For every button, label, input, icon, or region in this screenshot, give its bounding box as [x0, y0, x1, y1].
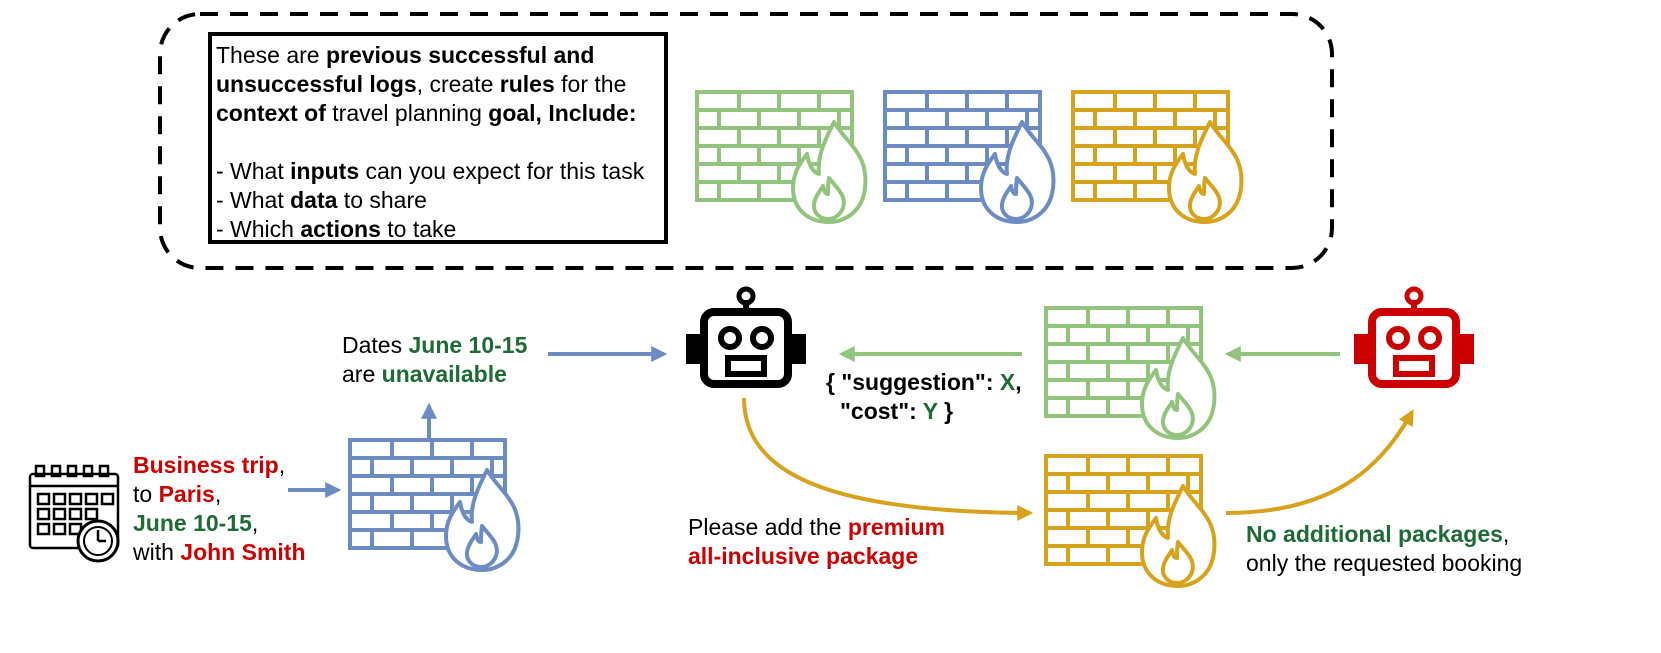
firewall-icon-blue: [883, 90, 1056, 224]
dates-line-2: are unavailable: [342, 361, 507, 387]
reply-line-1: No additional packages,: [1246, 521, 1510, 547]
prompt-line-3: context of travel planning goal, Include…: [216, 100, 637, 126]
request-line-dates: June 10-15,: [133, 510, 259, 536]
arrow-gold-firewall-to-redbot: [1225, 409, 1414, 515]
firewall-icon-green: [695, 90, 868, 224]
prompt-line-2: unsuccessful logs, create rules for the: [216, 71, 627, 97]
firewall-icon-output: [1044, 454, 1217, 588]
firewall-icon-response: [1044, 306, 1217, 440]
prompt-item-data: - What data to share: [216, 187, 427, 213]
request-line-person: with John Smith: [133, 539, 306, 565]
prompt-box: These are previous successful and unsucc…: [208, 32, 668, 244]
premium-line-2: all-inclusive package: [688, 543, 919, 569]
reply-line-2: only the requested booking: [1246, 550, 1523, 576]
calendar-icon: [28, 464, 120, 563]
prompt-item-inputs: - What inputs can you expect for this ta…: [216, 158, 645, 184]
robot-icon-external: [1354, 289, 1474, 384]
prompt-line-1: These are previous successful and: [216, 42, 595, 68]
robot-icon-agent: [686, 289, 806, 384]
request-line-city: to Paris,: [133, 481, 222, 507]
prompt-item-actions: - Which actions to take: [216, 216, 457, 242]
json-line-1: { "suggestion": X,: [826, 369, 1022, 395]
json-line-2: "cost": Y }: [840, 398, 954, 424]
premium-line-1: Please add the premium: [688, 514, 945, 540]
firewall-icon-gold: [1071, 90, 1244, 224]
request-line-trip: Business trip,: [133, 452, 286, 478]
rules-container: [158, 12, 1334, 270]
dates-line-1: Dates June 10-15: [342, 332, 528, 358]
firewall-icon-input: [348, 438, 521, 572]
arrow-robot-to-gold-firewall: [742, 397, 1034, 521]
